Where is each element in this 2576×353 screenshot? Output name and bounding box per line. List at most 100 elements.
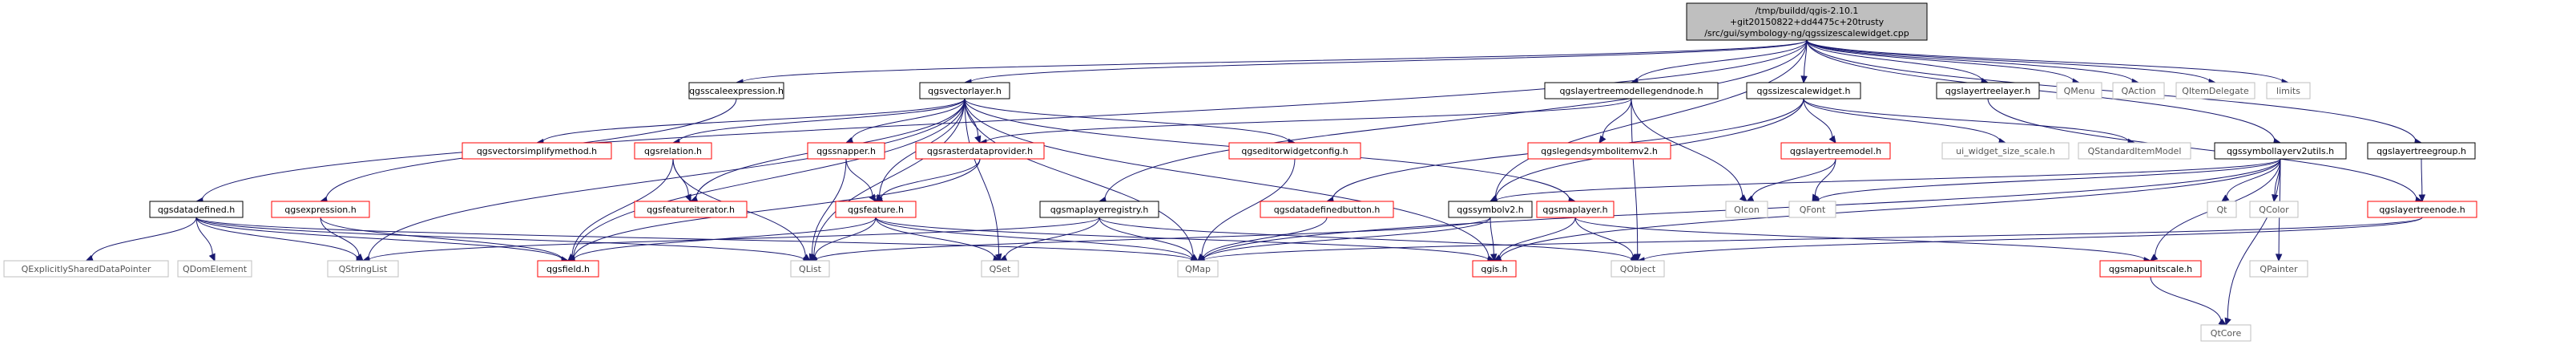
node-box <box>1725 201 1768 218</box>
node-QMap: QMap <box>1177 260 1219 278</box>
edge-line <box>1494 39 1808 199</box>
node-qgseditorwidgetconfig: qgseditorwidgetconfig.h <box>1228 142 1361 160</box>
node-box <box>790 260 830 278</box>
edge-line <box>1806 39 2074 83</box>
node-QObject: QObject <box>1611 260 1665 278</box>
edge-line <box>320 217 563 260</box>
node-box <box>2207 201 2237 218</box>
edge-line <box>815 217 1491 261</box>
edge-line <box>1806 39 2211 83</box>
node-qgsfield: qgsfield.h <box>537 260 599 278</box>
edge-arrowhead <box>689 196 699 203</box>
node-label: QExplicitlySharedDataPointer <box>22 264 151 274</box>
edge-qgssizescalewidget-to-QStandardItemModel <box>1803 98 2136 146</box>
node-box <box>2078 142 2191 160</box>
edge-qgsvectorlayer-to-qgseditorwidgetconfig <box>964 98 1296 146</box>
edge-line <box>964 98 1194 258</box>
edge-qgssymbolv2-to-QList <box>808 217 1491 264</box>
edge-line <box>196 217 358 260</box>
root-label-line: /tmp/buildd/qgis-2.10.1 <box>1756 6 1859 16</box>
edge-line <box>1751 158 1836 200</box>
node-qgslayertreemodellegendnode[interactable]: qgslayertreemodellegendnode.h <box>1544 82 1719 99</box>
edge-qgssymbollayerv2utils-to-QtCore <box>2224 158 2281 327</box>
edge-arrowhead <box>1745 195 1755 202</box>
edge-line <box>970 39 1808 83</box>
edge-line <box>1499 158 2281 261</box>
edge-qgsvectorlayer-to-qgsrelation <box>671 98 965 145</box>
edge-line <box>1643 217 2423 262</box>
node-qgsmaplayer: qgsmaplayer.h <box>1536 201 1615 218</box>
node-QExplicitlySharedDataPointer: QExplicitlySharedDataPointer <box>3 260 169 278</box>
node-label: QDomElement <box>183 264 248 274</box>
edge-line <box>811 158 847 256</box>
edge-qgsmaplayer-to-qgis <box>1493 217 1576 262</box>
edge-root-to-QMenu <box>1806 39 2081 85</box>
node-qgis: qgis.h <box>1472 260 1517 278</box>
node-box <box>2266 82 2311 99</box>
edge-arrowhead <box>2275 254 2283 262</box>
edge-arrowhead <box>1828 135 1836 144</box>
node-box <box>807 142 885 160</box>
node-box <box>1472 260 1517 278</box>
edge-root-to-QItemDelegate <box>1806 39 2217 86</box>
node-box <box>981 260 1019 278</box>
edge-root-to-qgsdatadefined <box>195 39 1808 205</box>
edge-line <box>2227 158 2281 320</box>
node-qgsrasterdataprovider: qgsrasterdataprovider.h <box>915 142 1045 160</box>
node-box <box>2056 82 2102 99</box>
node-label: Qt <box>2217 205 2228 215</box>
node-label: QAction <box>2121 86 2155 96</box>
edge-qgsmaplayer-to-qgsmapunitscale <box>1574 217 2152 264</box>
node-QFont: QFont <box>1788 201 1836 218</box>
node-qgsdatadefined[interactable]: qgsdatadefined.h <box>149 201 244 218</box>
edge-line <box>196 217 1193 262</box>
edge-arrowhead <box>1630 254 1639 262</box>
node-label: ui_widget_size_scale.h <box>1956 146 2055 156</box>
edge-line <box>814 217 877 258</box>
node-qgssymbolv2[interactable]: qgssymbolv2.h <box>1448 201 1533 218</box>
node-box <box>2249 201 2299 218</box>
node-label: qgsrelation.h <box>644 146 702 156</box>
node-label: qgsmapunitscale.h <box>2109 264 2192 274</box>
edge-line <box>1099 217 1194 259</box>
node-label: qgssymbolv2.h <box>1457 205 1523 215</box>
node-qgslayertreegroup[interactable]: qgslayertreegroup.h <box>2367 142 2476 160</box>
node-qgsfeature: qgsfeature.h <box>835 201 917 218</box>
node-qgssymbollayerv2utils[interactable]: qgssymbollayerv2utils.h <box>2214 142 2347 160</box>
node-box <box>2112 82 2165 99</box>
node-qgssizescalewidget[interactable]: qgssizescalewidget.h <box>1746 82 1861 99</box>
node-label: qgslayertreemodellegendnode.h <box>1559 86 1703 96</box>
node-box <box>1527 142 1671 160</box>
node-box <box>1941 142 2070 160</box>
node-qgsmaplayerregistry[interactable]: qgsmaplayerregistry.h <box>1039 201 1159 218</box>
edge-qgssizescalewidget-to-qgslayertreemodel <box>1803 98 1836 144</box>
root-label-line: +git20150822+dd4475c+20trusty <box>1730 17 1885 27</box>
node-label: qgsrasterdataprovider.h <box>927 146 1033 156</box>
node-limits: limits <box>2266 82 2311 99</box>
node-label: QMap <box>1185 264 1211 274</box>
node-root[interactable]: /tmp/buildd/qgis-2.10.1+git20150822+dd44… <box>1686 2 1928 41</box>
edge-line <box>1806 39 2276 142</box>
node-label: QFont <box>1800 205 1826 215</box>
node-box <box>462 142 612 160</box>
node-label: qgsdatadefinedbutton.h <box>1274 205 1381 215</box>
edge-qgsdatadefined-to-qgsfield <box>196 217 570 264</box>
node-qgsscaleexpression[interactable]: qgsscaleexpression.h <box>688 82 784 99</box>
edge-root-to-qgslayertreemodellegendnode <box>1630 39 1808 85</box>
node-qgslayertreelayer[interactable]: qgslayertreelayer.h <box>1936 82 2040 99</box>
edge-line <box>1631 98 1639 256</box>
node-qgsvectorlayer[interactable]: qgsvectorlayer.h <box>919 82 1010 99</box>
node-label: qgslegendsymbolitemv2.h <box>1541 146 1658 156</box>
node-label: qgsfield.h <box>546 264 590 274</box>
node-label: qgslayertreenode.h <box>2379 205 2465 215</box>
node-label: qgsexpression.h <box>284 205 357 215</box>
edge-line <box>880 158 981 200</box>
node-label: QSet <box>990 264 1011 274</box>
node-label: qgssizescalewidget.h <box>1757 86 1851 96</box>
node-box <box>634 142 712 160</box>
edge-qgsmapunitscale-to-QtCore <box>2150 276 2227 326</box>
node-qgssnapper: qgssnapper.h <box>807 142 885 160</box>
node-qgsvectorsimplifymethod: qgsvectorsimplifymethod.h <box>462 142 612 160</box>
edge-line <box>1814 158 1836 197</box>
edge-qgssymbollayerv2utils-to-QFont <box>1811 158 2281 205</box>
